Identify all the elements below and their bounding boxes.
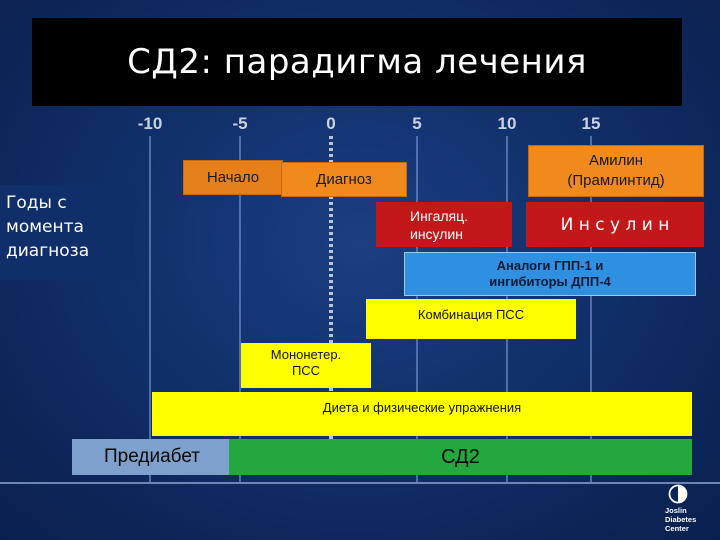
combination-box: Комбинация ПСС — [366, 299, 576, 339]
monotherapy-label: ПСС — [291, 363, 321, 378]
amylin-label: Амилин — [588, 152, 644, 169]
joslin-emblem-icon — [668, 484, 688, 504]
tick-label: 15 — [581, 114, 601, 133]
baseline — [0, 482, 720, 484]
insulin-box: И н с у л и н — [526, 202, 704, 247]
inhaled-insulin-label: Ингаляц. — [410, 207, 469, 224]
years-since-diagnosis-label: Годы с момента диагноза — [0, 185, 134, 280]
prediabetes-bar: Предиабет — [72, 439, 232, 475]
glp1-label: Аналоги ГПП-1 и — [496, 258, 604, 273]
years-label-line: диагноза — [6, 241, 90, 261]
grid-line — [239, 136, 241, 484]
years-label-line: момента — [6, 217, 84, 237]
logo-line: Center — [665, 524, 689, 533]
diagnosis-label: Диагноз — [316, 171, 372, 188]
amylin-box: Амилин (Прамлинтид) — [528, 145, 704, 197]
tick-label: -10 — [137, 114, 163, 133]
t2d-label: СД2 — [441, 445, 480, 468]
tick-label: -5 — [232, 114, 248, 133]
tick-label: 10 — [497, 114, 517, 133]
logo-line: Joslin — [665, 506, 687, 515]
diagnosis-box: Диагноз — [281, 162, 407, 197]
pramlintide-label: (Прамлинтид) — [567, 172, 665, 189]
dpp4-label: ингибиторы ДПП-4 — [489, 274, 611, 289]
diet-exercise-label: Диета и физические упражнения — [322, 400, 522, 415]
insulin-label: И н с у л и н — [560, 214, 670, 235]
glp1-dpp4-box: Аналоги ГПП-1 и ингибиторы ДПП-4 — [404, 252, 696, 296]
diagnosis-dashed-line — [329, 136, 333, 474]
monotherapy-label: Мононетер. — [270, 347, 342, 362]
diet-exercise-box: Диета и физические упражнения — [152, 392, 692, 436]
prediabetes-label: Предиабет — [104, 446, 200, 467]
grid-line — [149, 136, 151, 484]
slide-title: СД2: парадигма лечения — [127, 42, 587, 82]
combination-label: Комбинация ПСС — [417, 307, 525, 322]
tick-label: 0 — [326, 114, 336, 133]
onset-box: Начало — [183, 160, 283, 195]
logo-line: Diabetes — [665, 515, 697, 524]
monotherapy-box: Мононетер. ПСС — [241, 343, 371, 388]
inhaled-insulin-box: Ингаляц. инсулин — [376, 202, 512, 247]
onset-label: Начало — [206, 169, 260, 186]
years-label-line: Годы с — [6, 193, 67, 213]
inhaled-insulin-label: инсулин — [410, 225, 463, 242]
t2d-bar: СД2 — [229, 439, 692, 475]
grid-line — [590, 136, 592, 484]
joslin-logo: Joslin Diabetes Center — [660, 484, 712, 538]
title-bar: СД2: парадигма лечения — [32, 18, 682, 106]
tick-label: 5 — [412, 114, 422, 133]
